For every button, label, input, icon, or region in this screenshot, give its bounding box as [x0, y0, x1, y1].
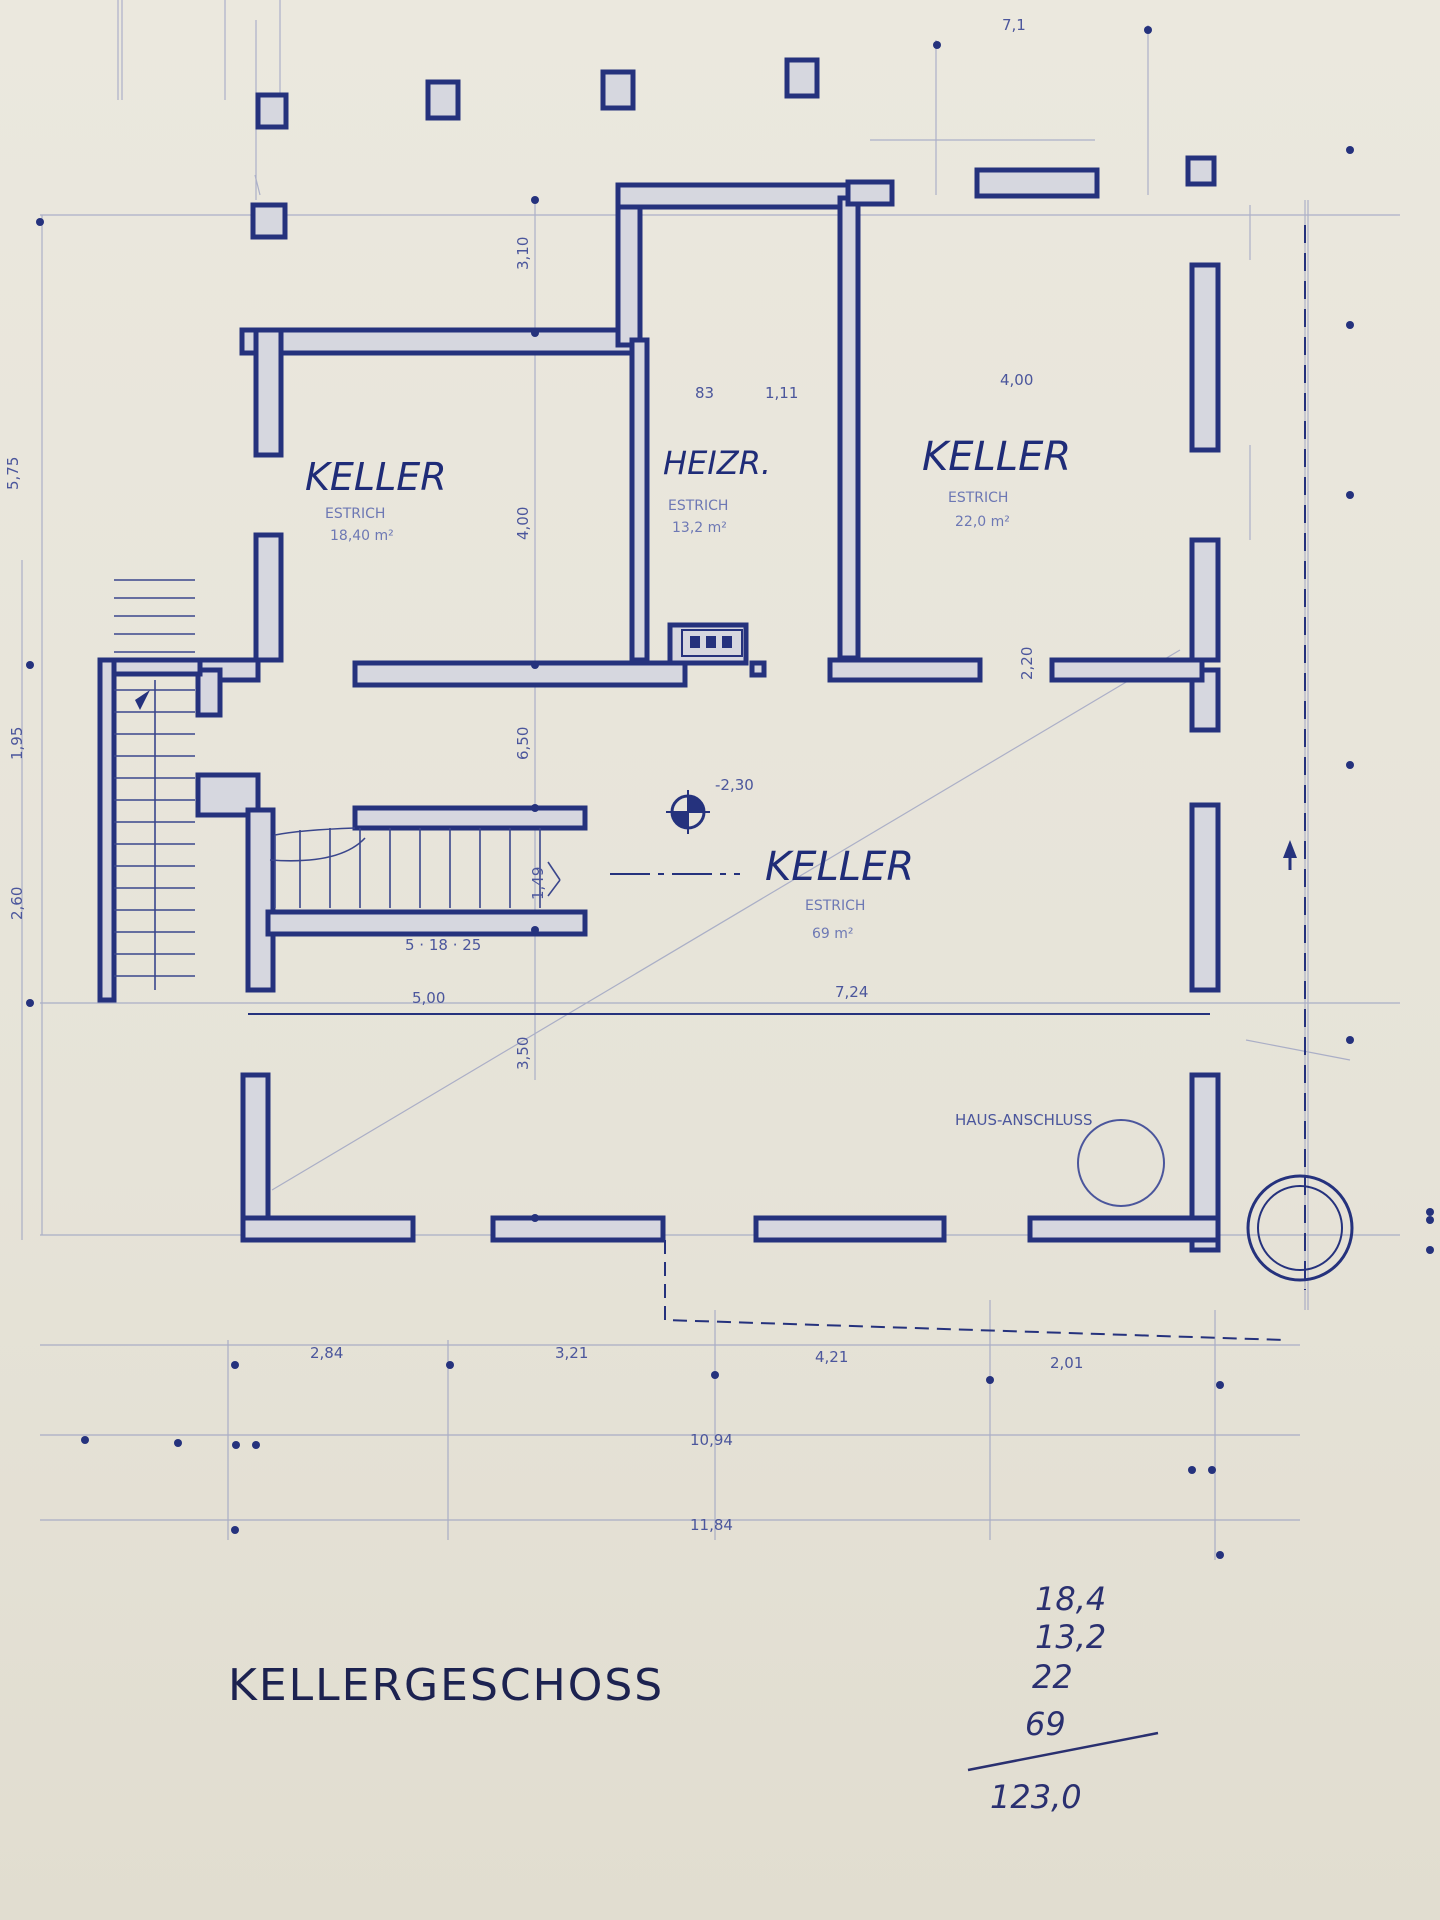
plan-symbols	[135, 629, 1354, 1282]
room-area-heizraum: 13,2 m²	[672, 520, 727, 536]
boiler-icon	[681, 629, 743, 657]
dimension-labels: -2,30 5,75 1,95 2,60 4,00 3,10 1,49 6,50…	[4, 16, 1093, 1534]
dim-5-00: 5,00	[412, 989, 445, 1007]
dim-2-84: 2,84	[310, 1344, 343, 1362]
dim-3-21: 3,21	[555, 1344, 588, 1362]
room-area-keller-rechts: 22,0 m²	[955, 514, 1010, 530]
area-sum-item-3: 22	[1032, 1658, 1073, 1696]
level-label: -2,30	[715, 776, 754, 794]
area-sum-item-4: 69	[1025, 1705, 1066, 1743]
sewer-manhole-icon	[1246, 1174, 1354, 1282]
dim-4-21: 4,21	[815, 1348, 848, 1366]
room-label-keller-rechts: KELLER	[922, 434, 1071, 480]
dim-3-10: 3,10	[514, 237, 532, 270]
dim-2-20: 2,20	[1018, 647, 1036, 680]
stair-arrow-icon	[135, 690, 150, 710]
dim-6-50: 6,50	[514, 727, 532, 760]
area-sum-total: 123,0	[990, 1778, 1082, 1816]
area-sum-item-1: 18,4	[1035, 1580, 1106, 1618]
walls	[97, 57, 1221, 1253]
hausanschluss-circle-icon	[1077, 1119, 1165, 1207]
level-marker-icon	[666, 790, 710, 834]
dim-10-94: 10,94	[690, 1431, 733, 1449]
area-sum: 18,4 13,2 22 69 123,0	[967, 1580, 1159, 1816]
dim-4-00: 4,00	[514, 507, 532, 540]
room-label-keller-gross: KELLER	[765, 844, 914, 890]
dim-5-75: 5,75	[4, 457, 22, 490]
room-floor-heizraum: ESTRICH	[668, 498, 728, 514]
room-label-keller-links: KELLER	[305, 455, 447, 499]
sum-line	[967, 1731, 1159, 1772]
dim-2-01: 2,01	[1050, 1354, 1083, 1372]
dim-2-60: 2,60	[8, 887, 26, 920]
room-floor-keller-links: ESTRICH	[325, 506, 385, 522]
dashed-lines	[248, 225, 1306, 1341]
stairs	[114, 579, 561, 990]
dim-83: 83	[695, 384, 714, 402]
drawing-title: KELLERGESCHOSS	[228, 1660, 664, 1711]
room-floor-keller-gross: ESTRICH	[805, 898, 865, 914]
hausanschluss-label: HAUS-ANSCHLUSS	[955, 1111, 1093, 1129]
room-area-keller-gross: 69 m²	[812, 926, 854, 942]
dim-1-11: 1,11	[765, 384, 798, 402]
stair-dimensions: 5 · 18 · 25	[405, 936, 481, 954]
room-labels: KELLER ESTRICH 18,40 m² HEIZR. ESTRICH 1…	[305, 434, 1071, 942]
dim-3-50: 3,50	[514, 1037, 532, 1070]
dim-4-00-top: 4,00	[1000, 371, 1033, 389]
dim-7-24: 7,24	[835, 983, 868, 1001]
dim-7-1: 7,1	[1002, 16, 1026, 34]
room-area-keller-links: 18,40 m²	[330, 528, 394, 544]
dimension-points	[26, 26, 1434, 1559]
room-floor-keller-rechts: ESTRICH	[948, 490, 1008, 506]
dim-1-49: 1,49	[529, 867, 547, 900]
dim-1-95: 1,95	[8, 727, 26, 760]
area-sum-item-2: 13,2	[1035, 1618, 1106, 1656]
dim-11-84: 11,84	[690, 1516, 733, 1534]
room-label-heizraum: HEIZR.	[663, 444, 771, 482]
